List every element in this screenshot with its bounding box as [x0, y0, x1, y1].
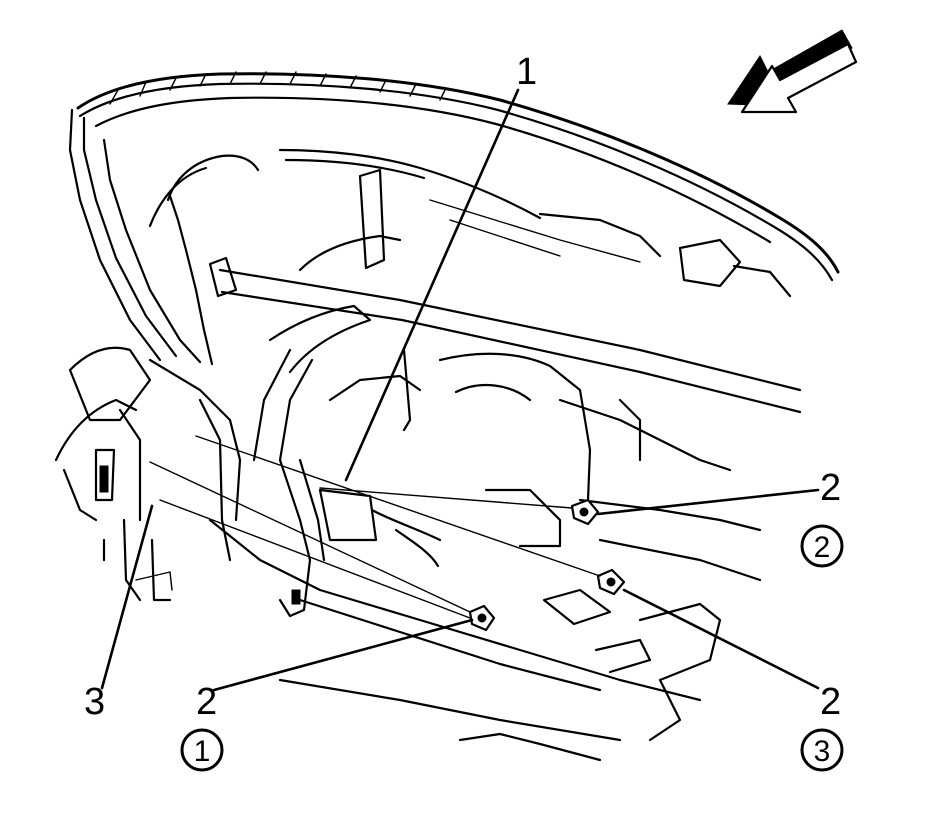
step-marker-3: 3 — [800, 728, 844, 772]
bolt-icon — [468, 604, 496, 632]
bolt-icon — [596, 568, 626, 596]
view-direction-arrow-icon — [727, 29, 858, 114]
left-side-structure — [54, 346, 242, 602]
lower-panel — [208, 518, 722, 762]
svg-text:2: 2 — [814, 531, 831, 564]
right-wheelhouse — [328, 348, 762, 582]
callout-2-mid: 2 — [196, 681, 217, 723]
callout-2-bottom: 2 — [820, 681, 841, 723]
radiator-support-bar — [208, 148, 802, 414]
step-marker-1: 1 — [180, 728, 224, 772]
center-bracket — [252, 304, 442, 618]
callout-1: 1 — [516, 51, 537, 93]
callout-3: 3 — [84, 681, 105, 723]
upper-fascia-outline — [68, 71, 840, 366]
svg-text:1: 1 — [194, 735, 211, 768]
leader-lines — [100, 88, 820, 692]
bolt-icon — [570, 498, 600, 526]
svg-text:3: 3 — [814, 735, 831, 768]
step-marker-2: 2 — [800, 524, 844, 568]
callout-2-top: 2 — [820, 467, 841, 509]
bolt-alignment-lines — [149, 435, 601, 619]
